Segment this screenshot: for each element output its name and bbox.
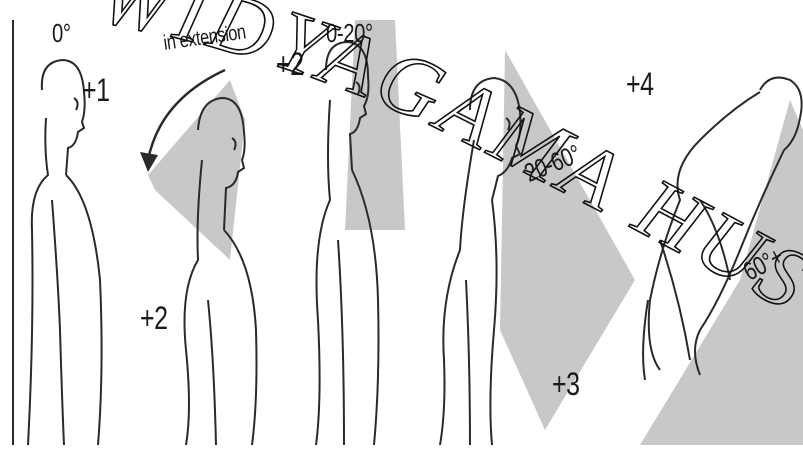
- figure-upright: [28, 60, 102, 445]
- angle-label-panel-1: 0°: [52, 18, 71, 49]
- extension-sector: [148, 80, 245, 260]
- score-label-panel-3: +2: [276, 46, 304, 83]
- angle-label-panel-3: 0-20°: [326, 18, 373, 49]
- score-label-panel-2: +2: [140, 300, 168, 337]
- score-label-panel-1: +1: [82, 72, 110, 109]
- score-label-panel-4: +3: [552, 366, 580, 403]
- score-label-panel-5: +4: [626, 66, 654, 103]
- flexion-0-20-sector: [345, 20, 405, 230]
